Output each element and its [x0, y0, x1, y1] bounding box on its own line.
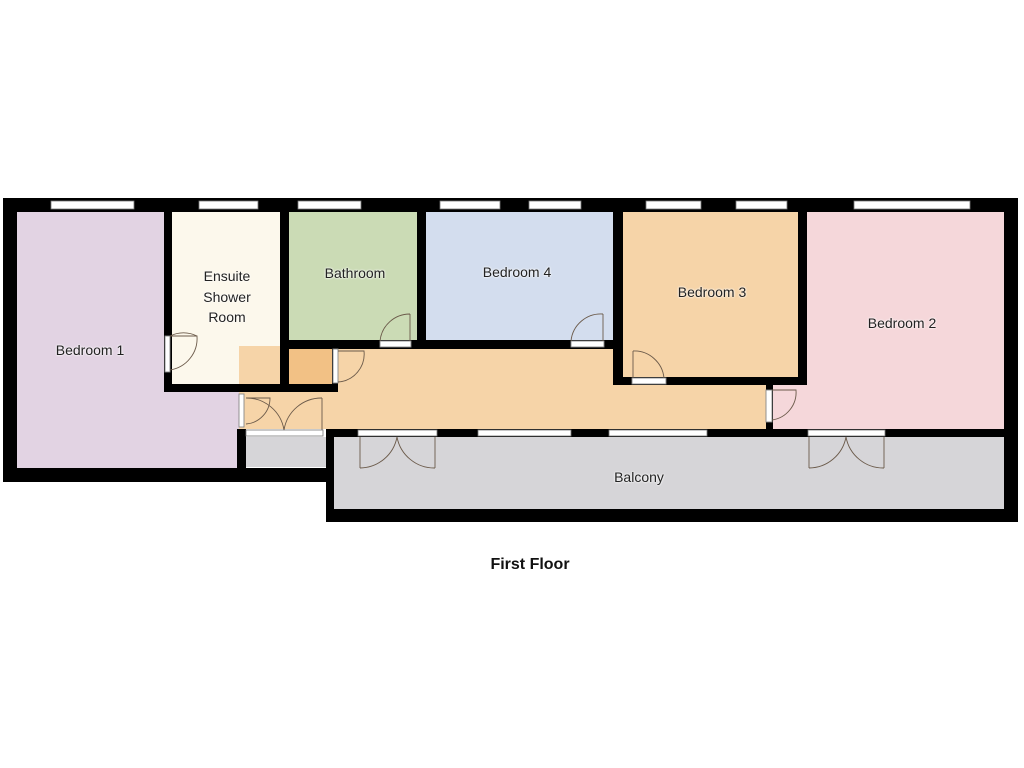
room-cupboard [289, 349, 332, 386]
floor-title: First Floor [490, 556, 570, 573]
room-balcony-small [246, 437, 328, 467]
label-bedroom-1: Bedroom 1 [55, 342, 125, 358]
label-bedroom-3: Bedroom 3 [677, 284, 747, 300]
room-balcony [334, 437, 1004, 509]
doors [164, 313, 885, 469]
label-bedroom-2: Bedroom 2 [867, 315, 937, 331]
label-bedroom-4: Bedroom 4 [482, 264, 552, 280]
label-balcony: Balcony [614, 469, 664, 485]
label-ensuite-line2: Shower [203, 289, 251, 305]
label-ensuite-line3: Room [208, 309, 246, 325]
label-bathroom: Bathroom [324, 265, 386, 281]
room-bathroom [289, 212, 417, 340]
label-ensuite-line1: Ensuite [203, 268, 251, 284]
room-bedroom-2 [807, 212, 1004, 429]
room-bedroom-2-ext [771, 378, 811, 429]
room-bedroom-4 [426, 212, 613, 340]
windows [50, 200, 971, 437]
